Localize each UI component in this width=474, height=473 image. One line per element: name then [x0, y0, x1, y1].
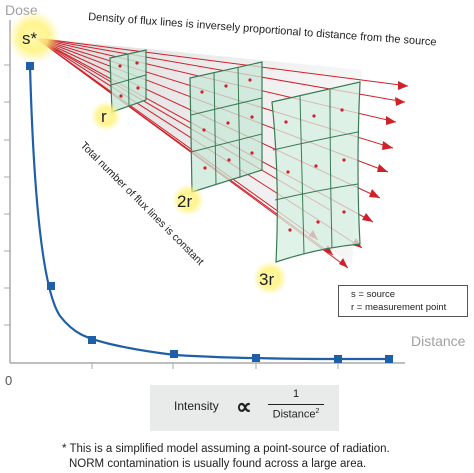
formula-lhs: Intensity [174, 399, 219, 413]
source-label: s* [22, 29, 38, 48]
panel-r [109, 49, 147, 113]
dose-point [385, 355, 393, 363]
formula-denominator: Distance2 [268, 408, 324, 421]
formula-numerator: 1 [292, 388, 300, 400]
legend: s = source r = measurement point [338, 285, 468, 317]
footnote: * This is a simplified model assuming a … [62, 442, 462, 472]
arrowheads [309, 81, 408, 268]
legend-measurement: r = measurement point [351, 302, 447, 313]
dose-curve [28, 65, 390, 361]
formula-exponent: 2 [315, 408, 320, 415]
r2-label: 2r [177, 192, 192, 211]
dose-point [26, 62, 34, 70]
r2-glow [172, 184, 204, 216]
r3-label: 3r [259, 270, 274, 289]
r3-glow [253, 261, 287, 295]
dose-point [252, 354, 260, 362]
r1-label: r [101, 107, 107, 126]
r1-glow [91, 101, 121, 131]
x-axis-label: Distance [411, 333, 466, 349]
footnote-line-2: NORM contamination is usually found acro… [69, 458, 367, 470]
dose-point [88, 336, 96, 344]
y-ticks [4, 64, 10, 326]
dose-points [26, 62, 393, 363]
dose-point [47, 282, 55, 290]
panel-2r [189, 61, 263, 193]
panel-3r [271, 81, 361, 263]
legend-source: s = source [351, 289, 396, 300]
proportional-symbol: ∝ [236, 394, 252, 419]
formula-box: Intensity ∝ 1 Distance2 [150, 385, 339, 431]
source-glow [8, 11, 60, 63]
origin-label: 0 [5, 373, 12, 388]
fraction-bar [268, 404, 324, 405]
x-ticks [91, 363, 339, 369]
dose-point [334, 355, 342, 363]
top-caption: Density of flux lines is inversely propo… [88, 11, 437, 49]
dose-point [170, 350, 178, 358]
footnote-line-1: * This is a simplified model assuming a … [62, 443, 390, 455]
denominator-text: Distance [272, 408, 316, 421]
